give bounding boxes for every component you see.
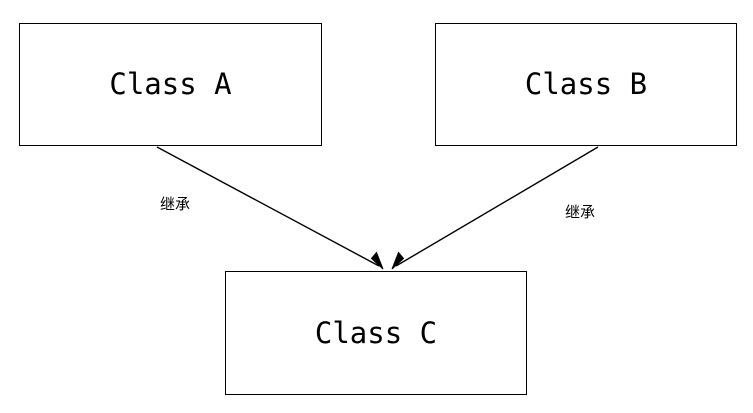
edge-b-to-c[interactable] bbox=[391, 146, 599, 270]
edge-a-to-c-arrowhead bbox=[370, 251, 384, 270]
class-node-class-a[interactable]: Class A bbox=[19, 23, 322, 146]
edge-a-to-c-line bbox=[156, 146, 380, 267]
edge-a-to-c[interactable] bbox=[156, 146, 384, 270]
class-node-label: Class A bbox=[109, 67, 232, 101]
class-node-label: Class C bbox=[314, 315, 438, 350]
edge-b-to-c-arrowhead bbox=[391, 251, 405, 270]
edge-label-inheritance-right: 继承 bbox=[565, 203, 596, 221]
class-node-label: Class B bbox=[524, 67, 648, 101]
class-node-class-c[interactable]: Class C bbox=[225, 271, 527, 395]
class-node-class-b[interactable]: Class B bbox=[435, 23, 737, 146]
edge-label-inheritance-left: 继承 bbox=[160, 195, 191, 213]
edge-b-to-c-line bbox=[395, 146, 599, 267]
